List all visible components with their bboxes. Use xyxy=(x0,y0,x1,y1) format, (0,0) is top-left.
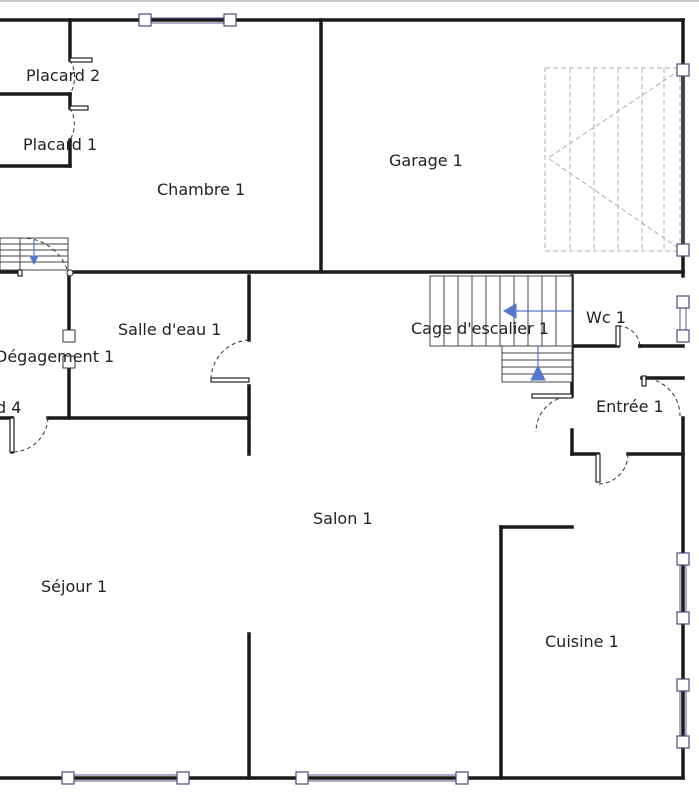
room-label-placard2[interactable]: Placard 2 xyxy=(26,66,100,85)
room-label-salledeau1[interactable]: Salle d'eau 1 xyxy=(118,320,221,339)
room-label-degagement1[interactable]: Dégagement 1 xyxy=(0,347,114,366)
room-label-sejour1[interactable]: Séjour 1 xyxy=(41,577,107,596)
windows xyxy=(61,13,690,785)
room-label-cageescalier1[interactable]: Cage d'escalier 1 xyxy=(411,319,549,338)
top-border xyxy=(0,0,699,2)
room-label-chambre1[interactable]: Chambre 1 xyxy=(157,180,245,199)
garage-stair-outline xyxy=(544,67,681,252)
room-label-placard1[interactable]: Placard 1 xyxy=(23,135,97,154)
doors xyxy=(9,57,681,485)
walls xyxy=(0,18,685,780)
room-label-cuisine1[interactable]: Cuisine 1 xyxy=(545,632,619,651)
small-staircase xyxy=(0,237,69,272)
room-label-wc1[interactable]: Wc 1 xyxy=(586,308,626,327)
room-labels: Placard 2 Placard 1 Chambre 1 Garage 1 S… xyxy=(0,66,664,651)
room-label-garage1[interactable]: Garage 1 xyxy=(389,151,463,170)
main-staircase xyxy=(429,275,573,383)
room-label-placard4[interactable]: d 4 xyxy=(0,398,21,417)
room-label-salon1[interactable]: Salon 1 xyxy=(313,509,373,528)
room-label-entree1[interactable]: Entrée 1 xyxy=(596,397,664,416)
